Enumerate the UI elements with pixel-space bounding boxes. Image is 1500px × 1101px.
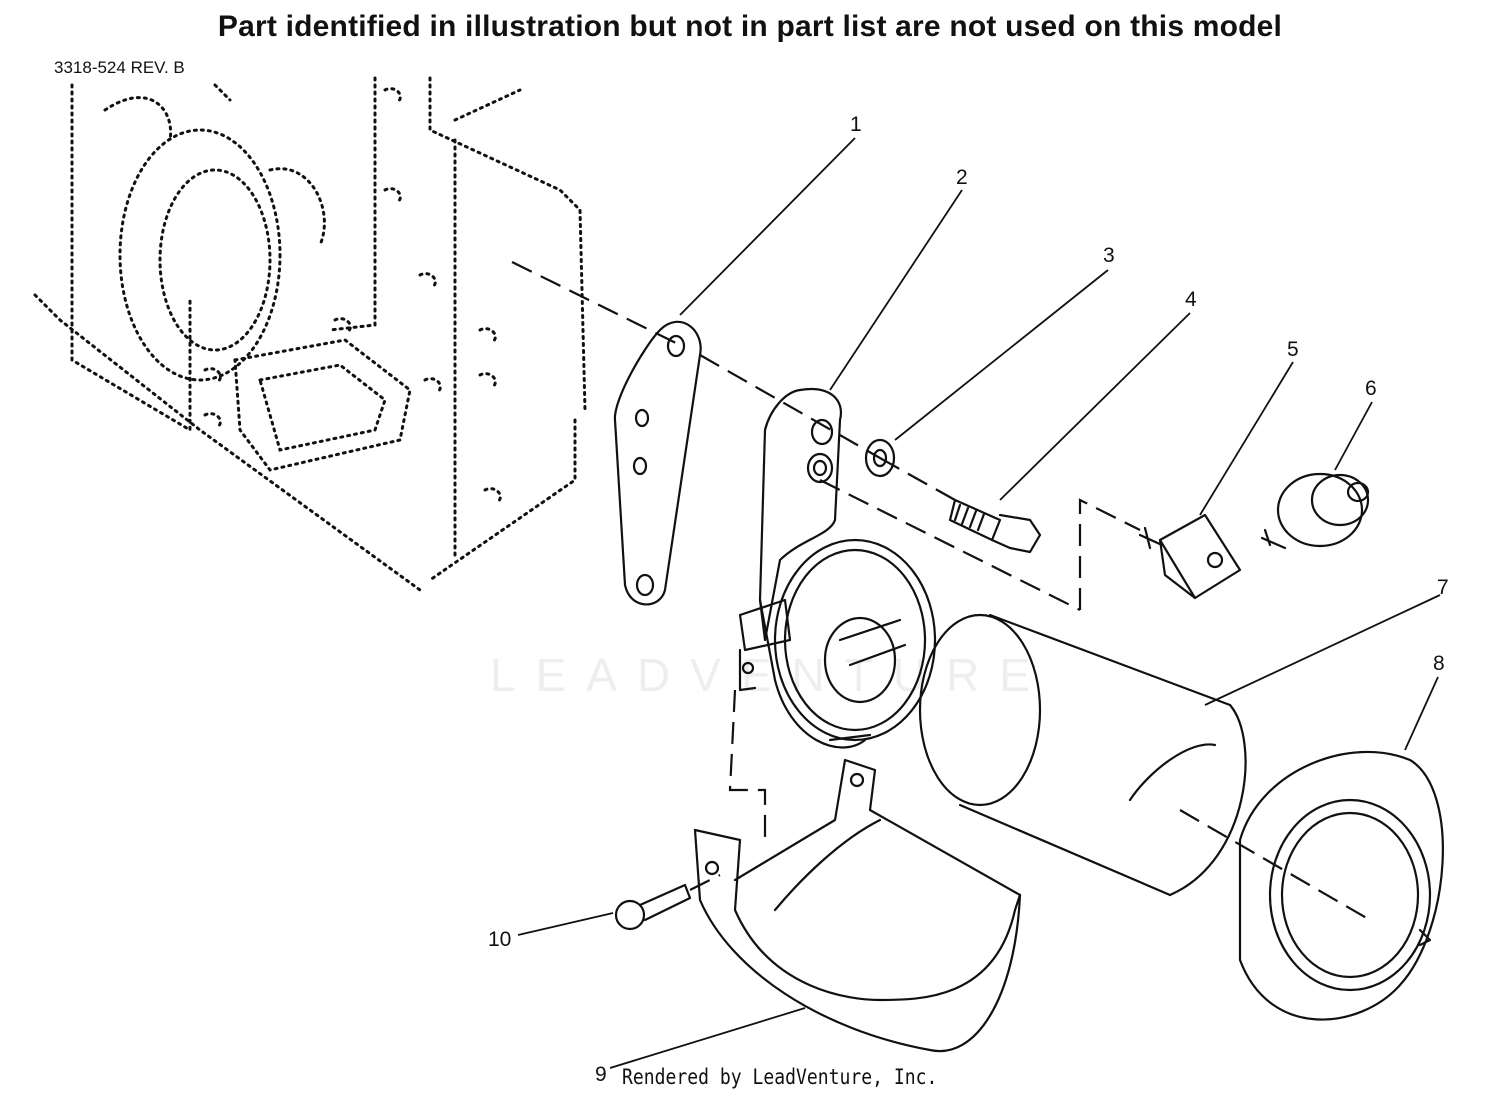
callout-leaders bbox=[517, 137, 1441, 1069]
part-5-switch bbox=[1138, 513, 1242, 600]
callout-2: 2 bbox=[956, 166, 968, 189]
callout-9: 9 bbox=[595, 1063, 607, 1086]
footer-credit: Rendered by LeadVenture, Inc. bbox=[622, 1065, 938, 1089]
callout-8: 8 bbox=[1433, 652, 1445, 675]
drawing-number: 3318-524 REV. B bbox=[54, 58, 185, 77]
part-1-gasket-plate bbox=[613, 320, 702, 606]
part-3-washer bbox=[864, 438, 896, 478]
callout-1: 1 bbox=[850, 113, 862, 136]
callout-3: 3 bbox=[1103, 244, 1115, 267]
filter-housing bbox=[738, 538, 937, 749]
watermark: LEADVENTURE bbox=[490, 649, 1050, 701]
part-7-filter-canister bbox=[918, 613, 1247, 897]
callout-7: 7 bbox=[1437, 576, 1449, 599]
callout-6: 6 bbox=[1365, 377, 1377, 400]
part-6-sensor bbox=[1260, 472, 1370, 550]
part-10-screw bbox=[614, 883, 692, 931]
assembly-lines bbox=[511, 261, 1371, 921]
callout-5: 5 bbox=[1287, 338, 1299, 361]
header-note: Part identified in illustration but not … bbox=[217, 10, 1283, 43]
part-9-shield bbox=[693, 758, 1022, 1053]
engine-block-outline bbox=[33, 76, 587, 592]
part-8-end-cap bbox=[1238, 751, 1444, 1021]
part-4-bolt bbox=[948, 498, 1042, 554]
callout-4: 4 bbox=[1185, 288, 1197, 311]
part-2-bracket bbox=[758, 387, 843, 642]
callout-10: 10 bbox=[488, 928, 511, 951]
